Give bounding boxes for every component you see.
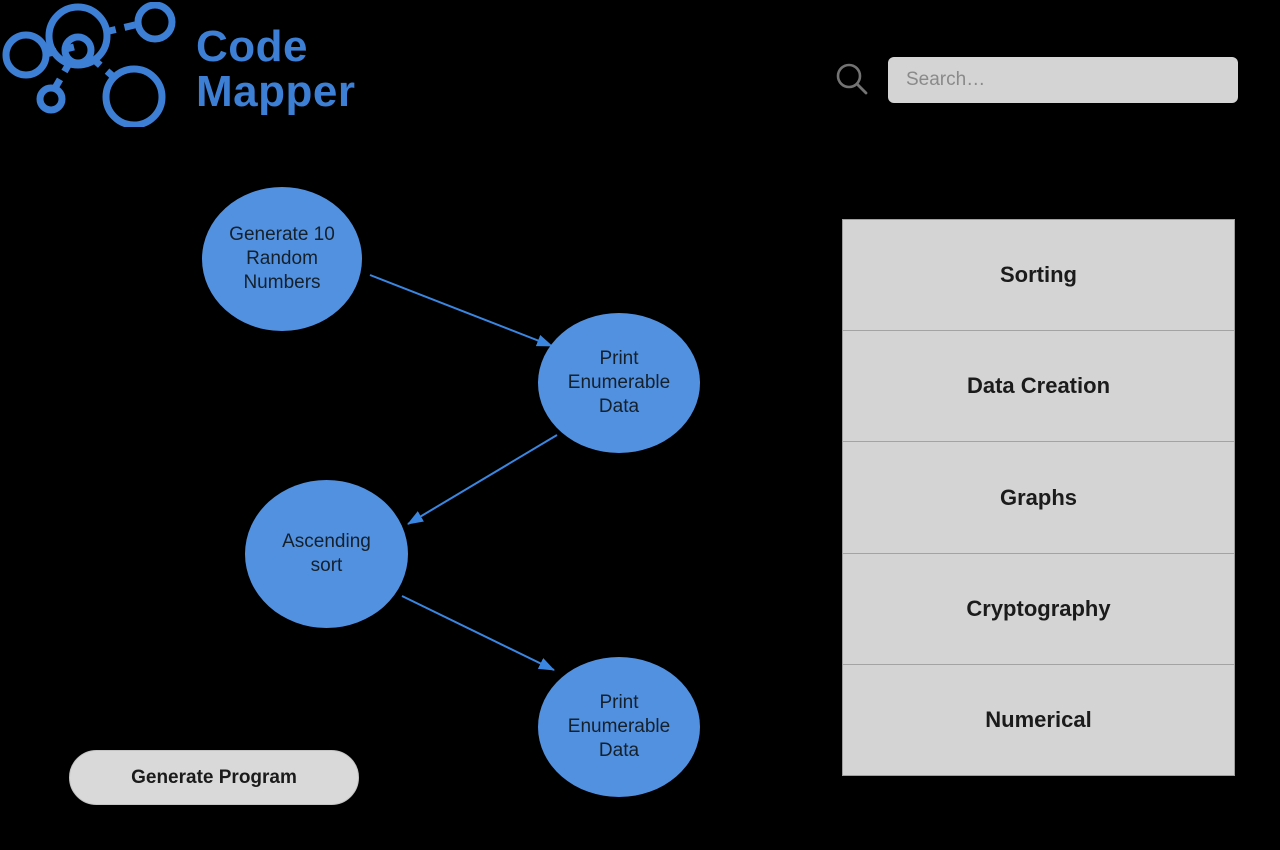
graph-edges bbox=[369, 274, 558, 671]
network-nodes-icon bbox=[0, 1, 190, 129]
category-row[interactable]: Cryptography bbox=[843, 554, 1234, 665]
graph-node[interactable]: Generate 10 Random Numbers bbox=[202, 187, 362, 331]
category-row[interactable]: Graphs bbox=[843, 442, 1234, 554]
category-row[interactable]: Numerical bbox=[985, 706, 1092, 732]
app-logo[interactable]: Code Mapper bbox=[0, 0, 380, 130]
category-row[interactable]: Data Creation bbox=[843, 331, 1234, 443]
search-icon[interactable] bbox=[832, 60, 872, 100]
category-row[interactable]: Sorting bbox=[843, 220, 1234, 332]
graph-node[interactable]: Print Enumerable Data bbox=[538, 657, 700, 797]
brand-name: Code Mapper bbox=[196, 22, 356, 116]
graph-node[interactable]: Ascending sort bbox=[245, 480, 408, 628]
search-input[interactable] bbox=[888, 57, 1238, 103]
graph-edge bbox=[407, 434, 558, 525]
generate-program-button[interactable]: Generate Program bbox=[69, 750, 359, 805]
graph-node[interactable]: Print Enumerable Data bbox=[538, 313, 700, 453]
graph-edge bbox=[401, 595, 555, 671]
graph-edge bbox=[369, 274, 553, 347]
